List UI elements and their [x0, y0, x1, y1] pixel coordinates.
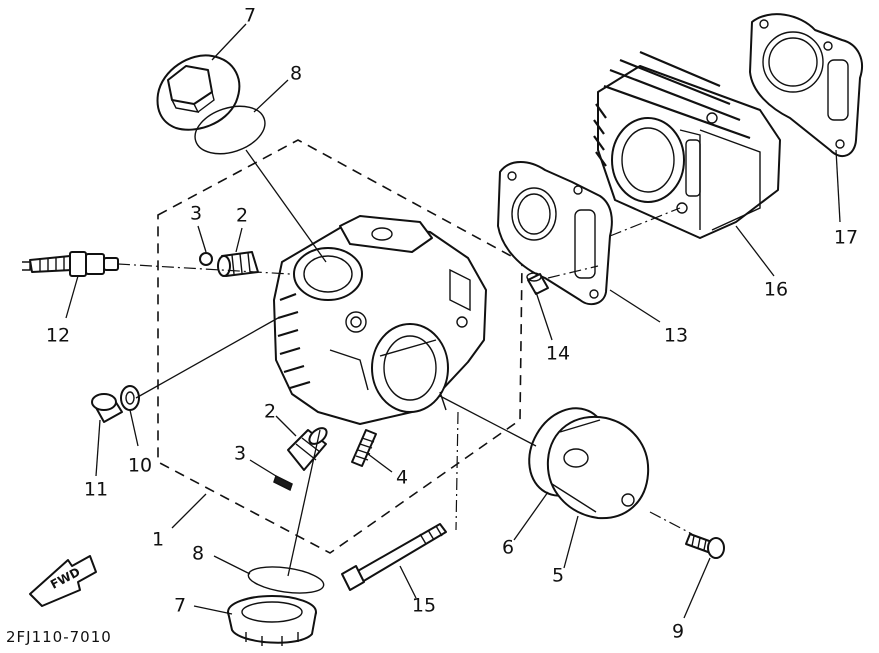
callout-3-bottom: 3 — [234, 443, 246, 465]
callout-12: 12 — [46, 325, 70, 347]
assembly-boundary — [157, 139, 523, 554]
callout-2-bottom: 2 — [264, 401, 276, 423]
callout-15: 15 — [412, 595, 436, 617]
callout-14: 14 — [546, 343, 570, 365]
washer-3-top — [199, 252, 213, 266]
long-bolt-15 — [341, 523, 447, 591]
cylinder-16 — [593, 50, 781, 239]
callout-5: 5 — [552, 565, 564, 587]
spark-plug-12 — [22, 251, 119, 277]
callout-17: 17 — [834, 227, 858, 249]
screw-9 — [685, 533, 725, 559]
callouts: 7 8 3 2 12 10 11 2 3 4 1 8 7 15 6 5 9 14… — [46, 5, 858, 643]
cylinder-head — [273, 215, 487, 425]
callout-8-bottom: 8 — [192, 543, 204, 565]
callout-3-top: 3 — [190, 203, 202, 225]
o-ring-8-bottom — [247, 566, 325, 594]
bolt-2-top — [217, 251, 259, 277]
leader-lines — [65, 23, 841, 619]
dowel-pin-14 — [526, 272, 549, 295]
callout-10: 10 — [128, 455, 152, 477]
callout-13: 13 — [664, 325, 688, 347]
callout-7-bottom: 7 — [174, 595, 186, 617]
alignment-lines — [117, 207, 693, 535]
callout-9: 9 — [672, 621, 684, 643]
cylinder-gasket-17 — [749, 13, 863, 158]
fwd-arrow: FWD — [29, 555, 97, 607]
callout-11: 11 — [84, 479, 108, 501]
callout-16: 16 — [764, 279, 788, 301]
valve-cap-7-top — [156, 54, 241, 131]
pin-3-bottom — [273, 474, 293, 492]
callout-7-top: 7 — [244, 5, 256, 27]
head-gasket-13 — [497, 161, 613, 306]
o-ring-8-top — [194, 105, 266, 155]
callout-8-top: 8 — [290, 63, 302, 85]
callout-2-top: 2 — [236, 205, 248, 227]
side-cover-5 — [546, 415, 650, 520]
stud-bolt-4 — [351, 429, 377, 467]
callout-6: 6 — [502, 537, 514, 559]
bolt-2-bottom — [287, 427, 328, 471]
callout-1: 1 — [152, 529, 164, 551]
callout-4: 4 — [396, 467, 408, 489]
plug-11 — [91, 393, 123, 423]
valve-cap-7-bottom — [227, 595, 317, 646]
drawing-code: 2FJ110-7010 — [6, 628, 112, 646]
